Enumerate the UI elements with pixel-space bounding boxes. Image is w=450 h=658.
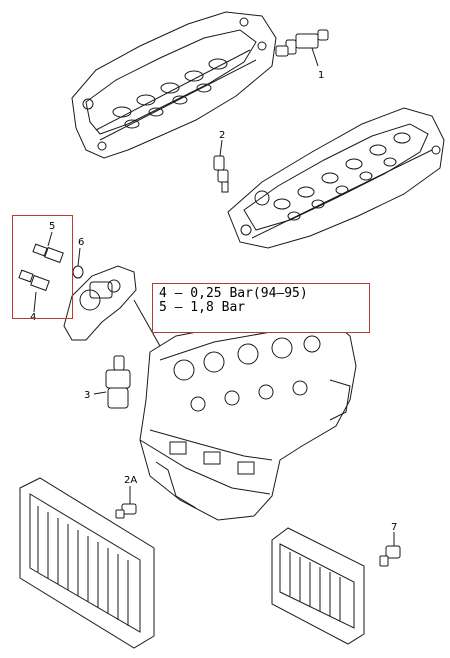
engine-block [139,317,357,521]
callout-6: 6 [78,237,84,248]
callout-3: 3 [84,390,90,401]
sensor-part-7 [379,532,401,567]
thermostat-part-3 [93,355,131,409]
pressure-note-line-1: 4 – 0,25 Bar(94–95) [159,286,308,301]
callout-5: 5 [49,221,55,232]
cylinder-head-left [71,11,277,159]
heater-core [271,527,365,645]
sensor-part-2 [213,139,229,193]
sensor-part-5 [32,231,64,264]
callout-2a: 2A [124,475,137,486]
cylinder-head-right [227,107,445,249]
callout-7: 7 [391,522,397,533]
callout-1: 1 [318,70,324,81]
sensor-part-4 [18,269,50,313]
seal-ring-part-6 [72,247,84,279]
callout-2: 2 [219,130,225,141]
pressure-note-line-2: 5 – 1,8 Bar [159,300,246,315]
sensor-highlight-box [12,215,73,319]
coolant-flange [63,265,161,347]
callout-4: 4 [30,312,36,323]
radiator-main [19,477,155,649]
pressure-note-box: 4 – 0,25 Bar(94–95) 5 – 1,8 Bar [152,283,370,333]
sensor-part-1 [275,29,329,67]
sensor-part-2a [115,486,137,519]
